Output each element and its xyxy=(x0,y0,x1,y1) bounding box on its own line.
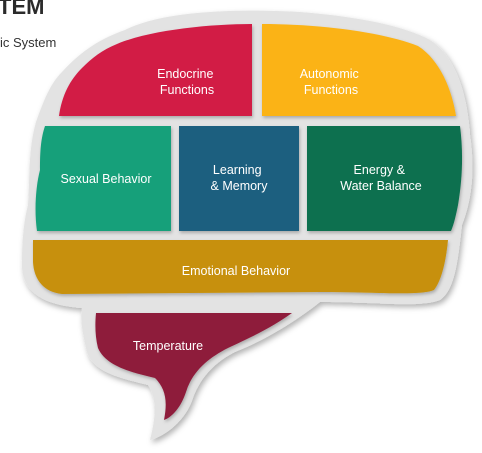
label-sexual: Sexual Behavior xyxy=(60,172,151,186)
label-learning-line-1: Learning xyxy=(213,163,262,177)
label-endocrine: Endocrine Functions xyxy=(157,67,217,97)
label-sexual-line-1: Sexual Behavior xyxy=(60,172,151,186)
page-subtitle: ic System xyxy=(0,35,57,50)
region-endocrine xyxy=(59,24,252,116)
label-energy-line-2: Water Balance xyxy=(340,179,422,193)
label-temperature: Temperature xyxy=(133,339,203,353)
region-autonomic xyxy=(262,24,456,116)
region-temperature xyxy=(95,313,293,420)
region-emotional xyxy=(33,240,448,294)
page-title: TEM xyxy=(0,0,45,19)
region-sexual xyxy=(35,126,171,231)
label-autonomic-line-1: Autonomic xyxy=(300,67,359,81)
region-energy xyxy=(307,126,463,231)
label-endocrine-line-2: Functions xyxy=(160,83,214,97)
label-learning: Learning & Memory xyxy=(211,163,269,193)
label-emotional: Emotional Behavior xyxy=(182,264,290,278)
label-energy-line-1: Energy & xyxy=(354,163,406,177)
region-learning xyxy=(179,126,299,231)
label-learning-line-2: & Memory xyxy=(211,179,269,193)
label-autonomic-line-2: Functions xyxy=(304,83,358,97)
label-autonomic: Autonomic Functions xyxy=(300,67,363,97)
label-endocrine-line-1: Endocrine xyxy=(157,67,213,81)
label-energy: Energy & Water Balance xyxy=(340,163,422,193)
label-emotional-line-1: Emotional Behavior xyxy=(182,264,290,278)
label-temperature-line-1: Temperature xyxy=(133,339,203,353)
